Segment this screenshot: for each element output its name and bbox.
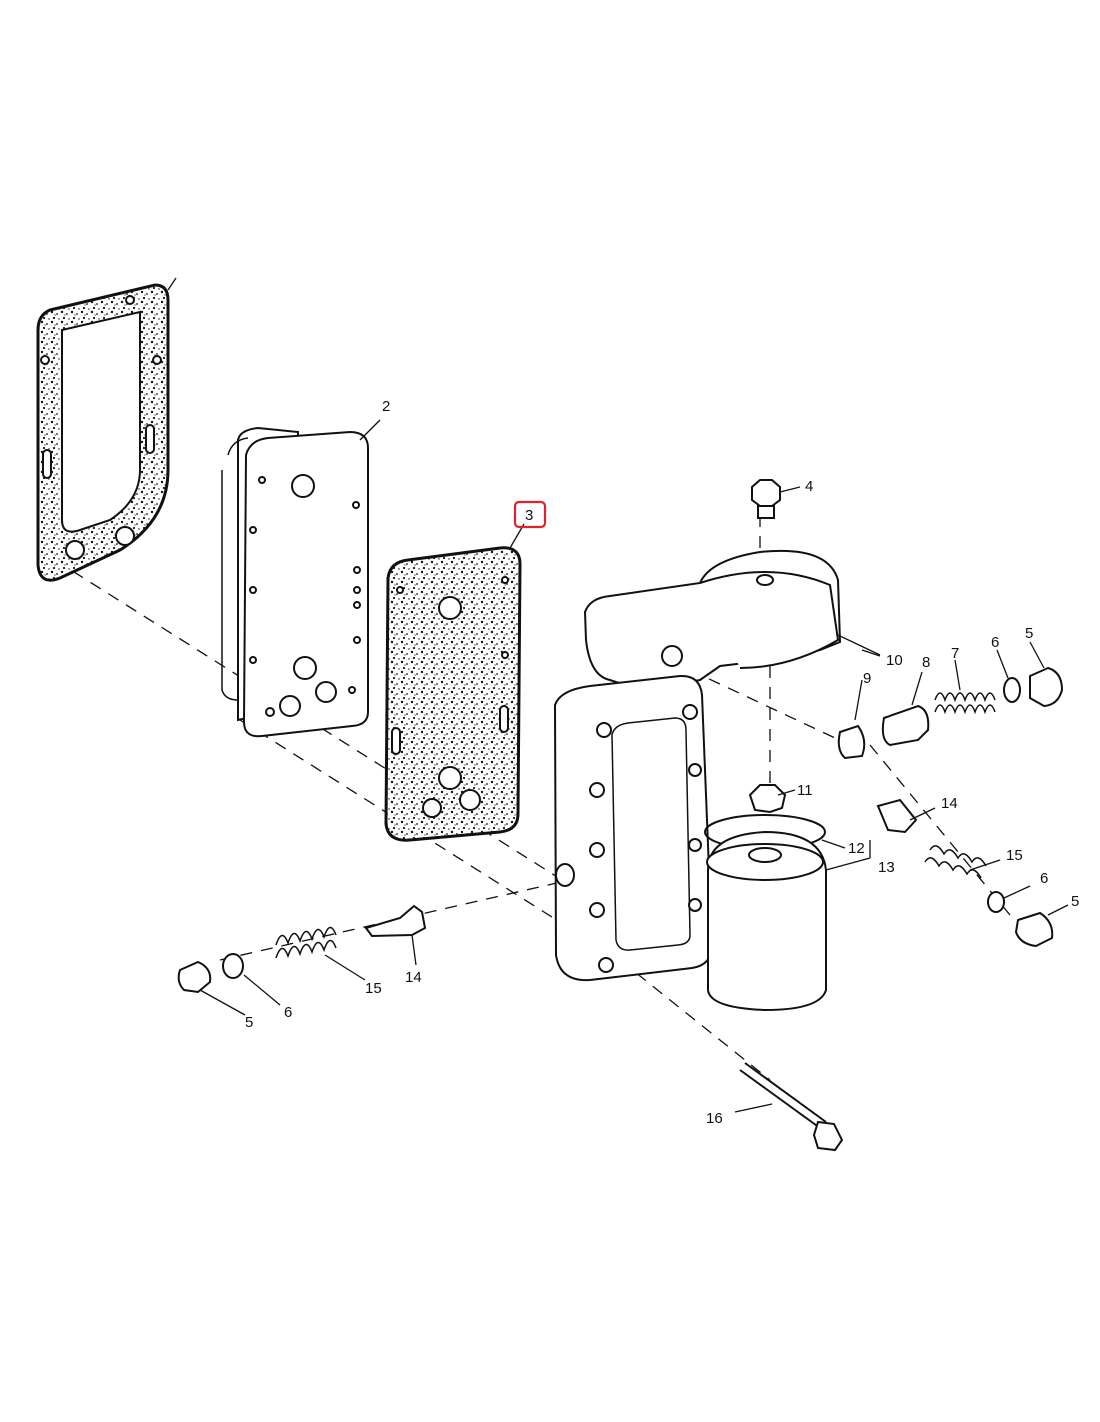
oil-filter [704,784,827,1012]
callout-2: 2 [382,398,390,415]
callout-5-left: 5 [245,1014,253,1031]
long-bolt [739,1062,844,1152]
left-lower-valve [177,904,427,994]
callout-12: 12 [848,840,865,857]
callout-14-right: 14 [941,795,958,812]
filter-housing [553,549,881,982]
callout-14-left: 14 [405,969,422,986]
callout-9: 9 [863,670,871,687]
front-gasket [384,523,525,842]
right-valve-stack [837,666,1064,760]
callout-4: 4 [805,478,813,495]
highlight-box [513,500,547,529]
top-plug [751,479,801,519]
alignment-lines [54,515,1011,1081]
callout-11: 11 [797,782,813,799]
callout-6-right-bottom: 6 [1040,870,1048,887]
back-gasket [36,277,177,582]
callout-10: 10 [886,652,903,669]
callout-6-right-top: 6 [991,634,999,651]
cooler-core [221,419,381,738]
callout-6-left: 6 [284,1004,292,1021]
callout-15-right: 15 [1006,847,1023,864]
callout-8: 8 [922,654,930,671]
callout-5-right-top: 5 [1025,625,1033,642]
right-lower-valve [876,798,1054,948]
leader-lines [199,641,1069,1113]
callout-labels: 2 3 4 5 6 7 8 9 10 11 12 13 14 15 6 5 14… [245,398,1079,1127]
callout-7: 7 [951,645,959,662]
callout-16: 16 [706,1110,723,1127]
callout-5-right-bottom: 5 [1071,893,1079,910]
callout-3: 3 [525,507,533,524]
callout-13: 13 [878,859,895,876]
callout-15-left: 15 [365,980,382,997]
